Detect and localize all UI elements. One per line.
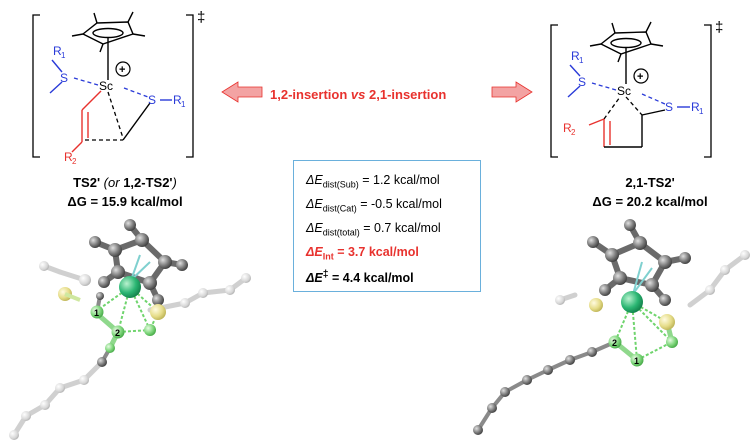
left-ts-energy: ΔG = 15.9 kcal/mol [67,194,183,209]
right-plus-circle [633,68,649,84]
left-plus-circle [115,61,131,77]
insertion-part2: 2,1-insertion [365,87,447,102]
energy-row-total-sup: ‡ [322,269,329,280]
energy-row-total-sym: ΔE [306,271,323,286]
left-r2-label: R [64,150,73,164]
left-atom-2-label: 2 [115,328,120,338]
right-r1-sub: 1 [579,56,584,65]
right-ts-title: 2,1-TS2' [625,175,675,190]
energy-row-int-sym: ΔE [306,245,323,259]
right-bracket-open [550,24,558,158]
left-s-sc-dashed [73,77,99,86]
left-arrow [221,81,263,103]
left-bracket-open [32,14,40,158]
left-ts-title-close: ) [172,175,177,190]
right-r2-sub: 2 [571,128,576,137]
left-sc-s-right-dashed [123,87,149,98]
energy-row-dist-sub-val: = 1.2 kcal/mol [358,173,440,187]
right-dagger: ‡ [715,19,723,36]
energy-row-int-sub: Int [322,251,334,262]
right-s-right-label: S [665,100,673,114]
energy-row-int: ΔEInt = 3.7 kcal/mol [306,245,419,262]
energy-row-dist-sub-sub: dist(Sub) [322,179,359,190]
insertion-vs: vs [350,87,366,102]
energy-row-total-barrier: ΔE‡ = 4.4 kcal/mol [306,269,414,285]
right-atom-1-label: 1 [634,356,639,366]
left-s-right-label: S [148,93,156,107]
energy-row-dist-cat-val: = -0.5 kcal/mol [356,197,442,211]
right-arrow [491,81,533,103]
left-ts-title-alt: 1,2-TS2' [123,175,173,190]
right-r1-label: R [571,49,580,63]
left-s-left-label: S [60,71,68,85]
left-dagger: ‡ [197,9,205,26]
left-ts-ring [71,90,151,153]
right-ts-structure [550,21,712,158]
left-sc-label: Sc [99,79,113,93]
right-cp-ring [589,21,664,84]
left-s-left-bonds [49,59,63,94]
energy-row-dist-total-val: = 0.7 kcal/mol [359,221,441,235]
right-sc-s-right-dashed [641,93,666,105]
energy-row-dist-cat: ΔEdist(Cat) = -0.5 kcal/mol [306,197,442,214]
right-atom-2-label: 2 [612,338,617,348]
energy-decomposition-box: ΔEdist(Sub) = 1.2 kcal/mol ΔEdist(Cat) =… [293,160,481,292]
right-r1-right-sub: 1 [699,107,704,116]
right-ts-energy: ΔG = 20.2 kcal/mol [592,194,708,209]
energy-row-dist-total: ΔEdist(total) = 0.7 kcal/mol [306,221,441,238]
left-plus-label: + [119,64,125,76]
left-r1-label: R [53,44,62,58]
right-sc-label: Sc [617,84,631,98]
right-s-left-bonds [567,64,581,98]
left-bracket-close [186,14,194,158]
energy-row-dist-sub: ΔEdist(Sub) = 1.2 kcal/mol [306,173,440,190]
left-r1-right-sub: 1 [181,100,186,109]
right-s-left-label: S [578,75,586,89]
left-atom-1-label: 1 [94,308,99,318]
left-cp-ring [71,11,146,80]
energy-row-dist-cat-sub: dist(Cat) [322,203,357,214]
energy-row-dist-cat-sym: ΔE [306,197,323,211]
right-3d-model [473,219,750,435]
right-s-sc-dashed [591,82,617,91]
left-r2-sub: 2 [72,157,77,166]
right-bracket-close [704,24,712,158]
energy-row-dist-total-sub: dist(total) [322,227,360,238]
left-r1-sub: 1 [61,51,66,60]
energy-row-int-val: = 3.7 kcal/mol [333,245,419,259]
right-ts-ring [588,96,666,148]
right-plus-label: + [637,71,643,83]
energy-row-dist-sub-sym: ΔE [306,173,323,187]
left-ts-title-or: (or [103,175,120,190]
right-r2-label: R [563,121,572,135]
left-r1-right-label: R [173,93,182,107]
left-3d-model [9,219,251,440]
left-ts-title: TS2' (or 1,2-TS2') [40,175,210,190]
left-ts-title-main: TS2' [73,175,101,190]
energy-row-dist-total-sym: ΔE [306,221,323,235]
right-r1-right-label: R [691,100,700,114]
left-ts-structure [32,11,194,158]
insertion-comparison-label: 1,2-insertion vs 2,1-insertion [270,87,446,102]
insertion-part1: 1,2-insertion [270,87,351,102]
energy-row-total-val: = 4.4 kcal/mol [328,271,414,286]
